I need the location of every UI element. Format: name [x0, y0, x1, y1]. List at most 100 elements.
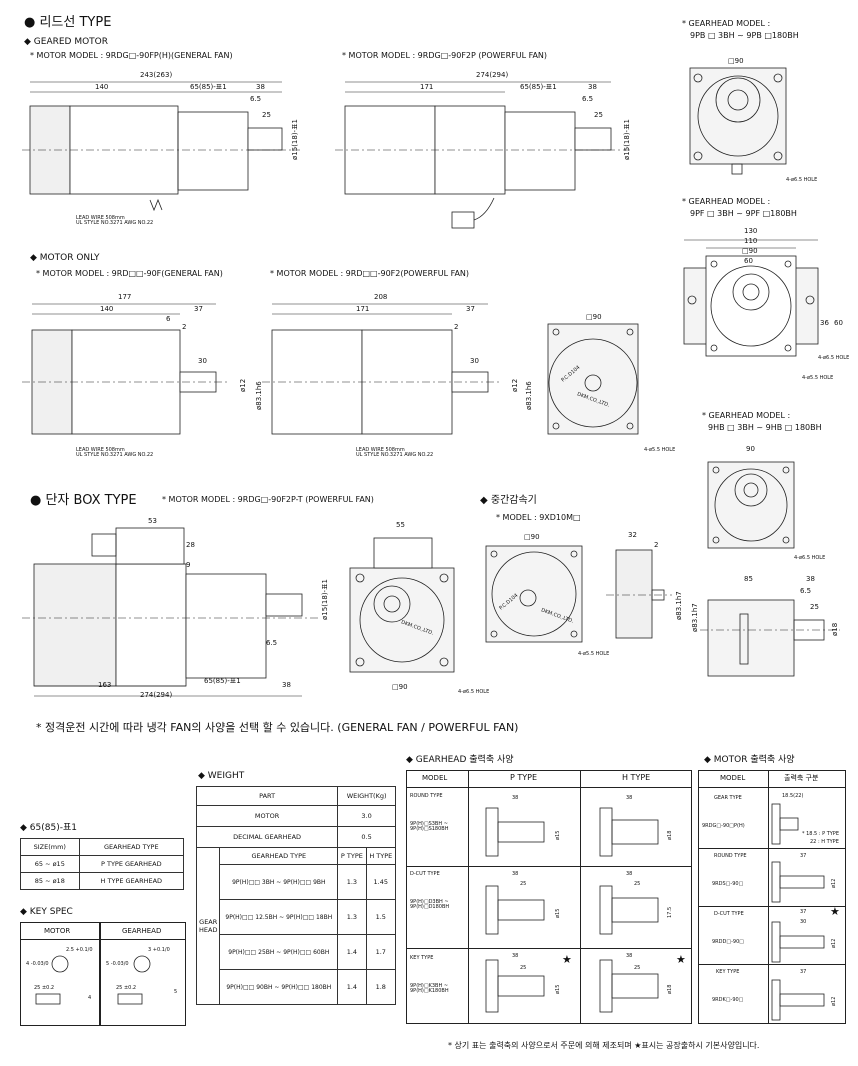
gs-key-h-dia: ø18 — [667, 984, 673, 994]
motor-shaft-frame — [698, 770, 846, 1024]
section-title-lead-type: ● 리드선 TYPE — [24, 15, 112, 30]
weight-row-p: 1.4 — [337, 934, 367, 970]
motor-only-front-drawing — [547, 323, 639, 435]
gearhead-shaft-row-divider — [406, 866, 692, 867]
motor-shaft-row-divider — [698, 848, 846, 849]
mo-p-dia: ø12 — [511, 378, 519, 392]
table1-header-size: SIZE(mm) — [20, 838, 80, 856]
gs-key-p-key: 25 — [520, 965, 527, 971]
box-front-sq: □90 — [392, 683, 408, 691]
gearhead-9pf-h36: 36 — [820, 319, 829, 327]
keyspec-header-row — [20, 922, 186, 940]
box-dim-total: 274(294) — [140, 691, 173, 699]
box-dim-body: 163 — [98, 681, 112, 689]
dim-total-general: 243(263) — [140, 71, 173, 79]
weight-row-h: 1.7 — [365, 934, 397, 970]
gearhead-9pf-hole1: 4-ø6.5 HOLE — [818, 355, 850, 361]
gs-round-h-len: 38 — [626, 795, 633, 801]
dim-dia-general: ø15(18)-표1 — [291, 119, 299, 160]
keyspec-motor-depth: 4 -0.03/0 — [26, 961, 49, 967]
gs-dcut-h-key: 25 — [634, 881, 641, 887]
gearhead-9hb-d38: 38 — [806, 575, 815, 583]
motor-shaft-header-model: MODEL — [720, 774, 746, 782]
weight-row-h: 1.45 — [365, 864, 397, 900]
middle-reducer-drawing — [485, 545, 672, 643]
middle-w2: 2 — [654, 541, 659, 549]
ms-dcut-cut: 30 — [800, 919, 807, 925]
footnote: * 상기 표는 출력축의 사양으로서 주문에 의해 제조되며 ★표시는 공장출하… — [448, 1041, 760, 1050]
gearhead-shaft-col-divider — [580, 770, 581, 1024]
box-dim-shaft: 38 — [282, 681, 291, 689]
table1-cell: 65 ~ ø15 — [20, 855, 80, 873]
mo-g-lead-note: LEAD WIRE 508mm UL STYLE NO.3271 AWG NO.… — [76, 447, 154, 458]
gs-dcut-model: 9P(H)□D3BH ~ 9P(H)□D180BH — [410, 899, 450, 910]
keyspec-motor-length: 25 ±0.2 — [34, 985, 55, 991]
ms-key-dia: ø12 — [831, 996, 837, 1006]
middle-w32: 32 — [628, 531, 637, 539]
weight-row-h: 1.8 — [365, 969, 397, 1005]
ms-round-model: 9RDS□-90□ — [712, 881, 744, 887]
dim-total-powerful: 274(294) — [476, 71, 509, 79]
gearhead-shaft-drawings — [485, 807, 659, 1013]
mo-g-c: 30 — [198, 357, 207, 365]
motor-shaft-row-divider — [698, 964, 846, 965]
weight-row-h: 1.5 — [365, 899, 397, 935]
gs-round-name: ROUND TYPE — [410, 793, 443, 799]
ms-gear-note-p: * 18.5 : P TYPE — [802, 831, 839, 837]
weight-subheader-type: GEARHEAD TYPE — [219, 847, 339, 865]
keyspec-gear-length: 25 ±0.2 — [116, 985, 137, 991]
box-dim-65: 6.5 — [266, 639, 278, 647]
gearhead-9pf-title: * GEARHEAD MODEL : — [682, 197, 771, 206]
weight-motor-label: MOTOR — [195, 805, 339, 827]
ms-round-dia: ø12 — [831, 878, 837, 888]
gearhead-shaft-col-divider — [468, 770, 469, 1024]
gearhead-9pf-hole2: 4-ø5.5 HOLE — [802, 375, 834, 381]
gearhead-9hb-drawing — [700, 461, 840, 677]
gearhead-shaft-title: ◆ GEARHEAD 출력축 사양 — [406, 755, 514, 765]
geared-motor-heading: ◆ GEARED MOTOR — [24, 37, 109, 47]
gearhead-9pb-front-drawing — [689, 67, 787, 175]
mo-g-shaft: 37 — [194, 305, 203, 313]
mo-p-c: 30 — [470, 357, 479, 365]
weight-row-p: 1.4 — [337, 969, 367, 1005]
lead-wire-note: LEAD WIRE 508mm UL STYLE NO.3271 AWG NO.… — [76, 215, 154, 226]
gearhead-shaft-row-divider — [406, 948, 692, 949]
geared-motor-powerful-model: * MOTOR MODEL : 9RDG□-90F2P (POWERFUL FA… — [342, 51, 548, 60]
section-title-box-type: ● 단자 BOX TYPE — [30, 493, 137, 508]
weight-row-p: 1.3 — [337, 864, 367, 900]
dim-65-general: 6.5 — [250, 95, 262, 103]
box-type-model: * MOTOR MODEL : 9RDG□-90F2P-T (POWERFUL … — [162, 495, 374, 504]
weight-row-type: 9P(H)□□ 12.5BH ~ 9P(H)□□ 18BH — [219, 899, 339, 935]
ms-gear-model: 9RDG□-90□P(H) — [702, 823, 745, 829]
gs-key-name: KEY TYPE — [410, 955, 434, 961]
ms-key-len: 37 — [800, 969, 807, 975]
mo-p-lead-note: LEAD WIRE 508mm UL STYLE NO.3271 AWG NO.… — [356, 447, 434, 458]
mo-front-sq: □90 — [586, 313, 602, 321]
gearhead-9hb-d65: 6.5 — [800, 587, 812, 595]
box-dim-h9: 9 — [186, 561, 191, 569]
motor-shaft-header-row — [698, 770, 846, 788]
mo-g-dia: ø12 — [239, 378, 247, 392]
box-dim-top: 53 — [148, 517, 157, 525]
dim-shaft-powerful: 38 — [588, 83, 597, 91]
gearhead-shaft-header-h: H TYPE — [622, 773, 651, 782]
gearhead-9pf-w110: 110 — [744, 237, 758, 245]
mo-p-body: 171 — [356, 305, 370, 313]
motor-only-powerful-model: * MOTOR MODEL : 9RD□□-90F2(POWERFUL FAN) — [270, 269, 470, 278]
gearhead-shaft-header-row — [406, 770, 692, 788]
gearhead-9pf-model: 9PF □ 3BH ~ 9PF □180BH — [690, 209, 797, 218]
keyspec-header-motor: MOTOR — [44, 927, 71, 935]
gs-dcut-p-len: 38 — [512, 871, 519, 877]
middle-hole: 4-ø5.5 HOLE — [578, 651, 610, 657]
weight-decimal-value: 0.5 — [337, 826, 396, 848]
middle-reducer-model: * MODEL : 9XD10M□ — [496, 513, 581, 522]
dim-body-powerful: 171 — [420, 83, 434, 91]
gearhead-9pf-front-drawing — [683, 239, 819, 357]
dim-65-powerful: 6.5 — [582, 95, 594, 103]
gearhead-9hb-pilot: ø83.1h7 — [691, 603, 699, 632]
gearhead-9pf-w60: 60 — [744, 257, 753, 265]
dim-gear-powerful: 65(85)-표1 — [520, 83, 557, 91]
gearhead-9pb-model: 9PB □ 3BH ~ 9PB □180BH — [690, 31, 799, 40]
ms-gear-note-h: 22 : H TYPE — [810, 839, 839, 845]
gs-key-h-len: 38 — [626, 953, 633, 959]
